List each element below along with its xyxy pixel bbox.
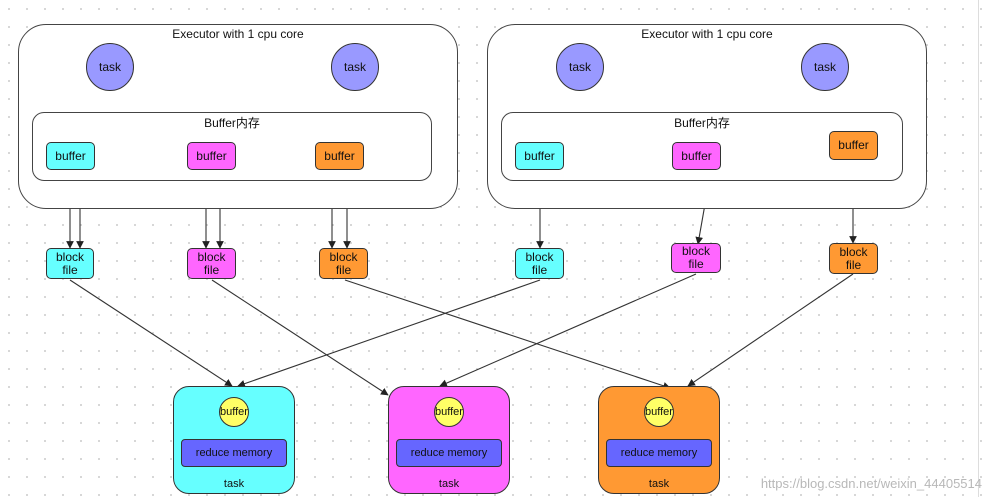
block-file-2: block file [187, 248, 236, 279]
executor-1-task-2: task [331, 43, 379, 91]
executor-1-buffer-2: buffer [187, 142, 236, 170]
edge-file4-reducer1 [237, 279, 541, 388]
reducer-2-memory: reduce memory [396, 439, 502, 467]
executor-2-task-1: task [556, 43, 604, 91]
edge-file3-reducer3 [344, 279, 671, 390]
watermark: https://blog.csdn.net/weixin_44405514 [760, 476, 982, 491]
right-border-line [978, 0, 979, 497]
executor-2-buffer-2: buffer [672, 142, 721, 170]
reducer-3-buffer: buffer [644, 397, 674, 427]
executor-2-buffer-area: Buffer内存 [501, 112, 903, 181]
executor-2-title: Executor with 1 cpu core [641, 27, 773, 41]
reducer-1: buffer reduce memory task [173, 386, 295, 494]
edge-file1-reducer1 [69, 279, 233, 387]
reducer-1-buffer: buffer [219, 397, 249, 427]
executor-2-task-2: task [801, 43, 849, 91]
executor-1-buffer-3: buffer [315, 142, 364, 170]
executor-1-buffer-area-label: Buffer内存 [204, 116, 260, 130]
reducer-1-task-label: task [223, 478, 245, 490]
edge-file6-reducer3 [687, 273, 854, 387]
reducer-1-memory: reduce memory [181, 439, 287, 467]
reducer-2: buffer reduce memory task [388, 386, 510, 494]
edge-file2-reducer2 [211, 279, 389, 396]
reducer-3-task-label: task [648, 478, 670, 490]
executor-2-buffer-1: buffer [515, 142, 564, 170]
executor-1-task-1: task [86, 43, 134, 91]
reducer-3: buffer reduce memory task [598, 386, 720, 494]
executor-2-buffer-area-label: Buffer内存 [674, 116, 730, 130]
edge-file5-reducer2 [439, 273, 697, 387]
reducer-2-buffer: buffer [434, 397, 464, 427]
block-file-4: block file [515, 248, 564, 279]
reducer-2-task-label: task [438, 478, 460, 490]
reducer-3-memory: reduce memory [606, 439, 712, 467]
block-file-3: block file [319, 248, 368, 279]
block-file-6: block file [829, 243, 878, 274]
block-file-5: block file [671, 243, 721, 273]
block-file-1: block file [46, 248, 94, 279]
executor-1-buffer-area: Buffer内存 [32, 112, 432, 181]
executor-1-buffer-1: buffer [46, 142, 95, 170]
executor-1-title: Executor with 1 cpu core [172, 27, 304, 41]
executor-2-buffer-3: buffer [829, 131, 878, 160]
